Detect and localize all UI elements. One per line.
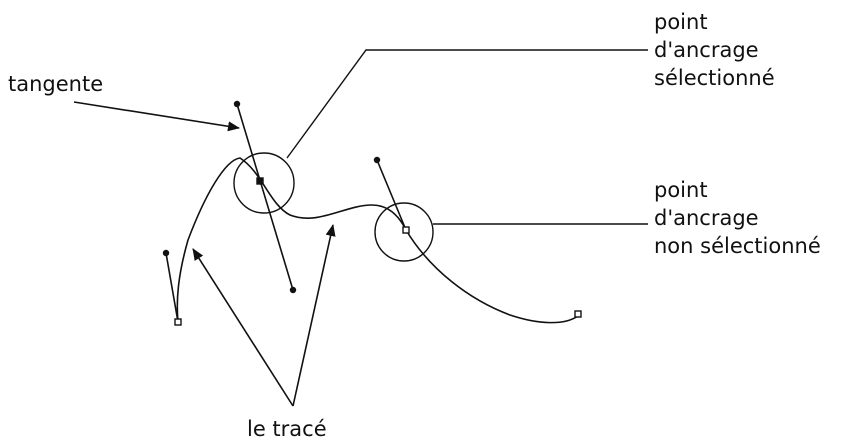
bezier-curve-path (176, 157, 579, 324)
path-pointer-arrow-left (192, 248, 294, 407)
unselected-anchor-label-line-2: d'ancrage (654, 206, 759, 230)
anchor-point-start (174, 318, 182, 326)
selected-anchor-label-line-1: point (654, 10, 708, 34)
path-label-text: le tracé (247, 417, 327, 441)
unselected-anchor-highlight-circle (374, 202, 434, 262)
tangent-handle-line-selected (236, 103, 294, 291)
path-pointer-arrow-right (292, 224, 336, 407)
selected-anchor-leader-line (286, 49, 648, 159)
selected-anchor-highlight-circle (233, 152, 295, 214)
direction-point (373, 156, 381, 164)
anchor-point-selected (256, 177, 264, 185)
tangent-label-text: tangente (8, 72, 104, 96)
unselected-anchor-label: point d'ancrage non sélectionné (654, 176, 821, 260)
unselected-anchor-label-line-1: point (654, 178, 708, 202)
tangent-pointer-arrow (73, 101, 240, 132)
tangent-handle-line-unselected (376, 159, 407, 231)
direction-point (162, 249, 170, 257)
anchor-point-unselected (402, 226, 410, 234)
direction-point (233, 100, 241, 108)
path-label: le tracé (247, 415, 327, 443)
selected-anchor-label-line-2: d'ancrage (654, 38, 759, 62)
anchor-point-end (574, 310, 582, 318)
selected-anchor-label-line-3: sélectionné (654, 66, 775, 90)
selected-anchor-label: point d'ancrage sélectionné (654, 8, 775, 92)
unselected-anchor-label-line-3: non sélectionné (654, 234, 821, 258)
tangent-label: tangente (8, 70, 103, 98)
tangent-handle-line-left (165, 252, 179, 323)
direction-point (289, 286, 297, 294)
